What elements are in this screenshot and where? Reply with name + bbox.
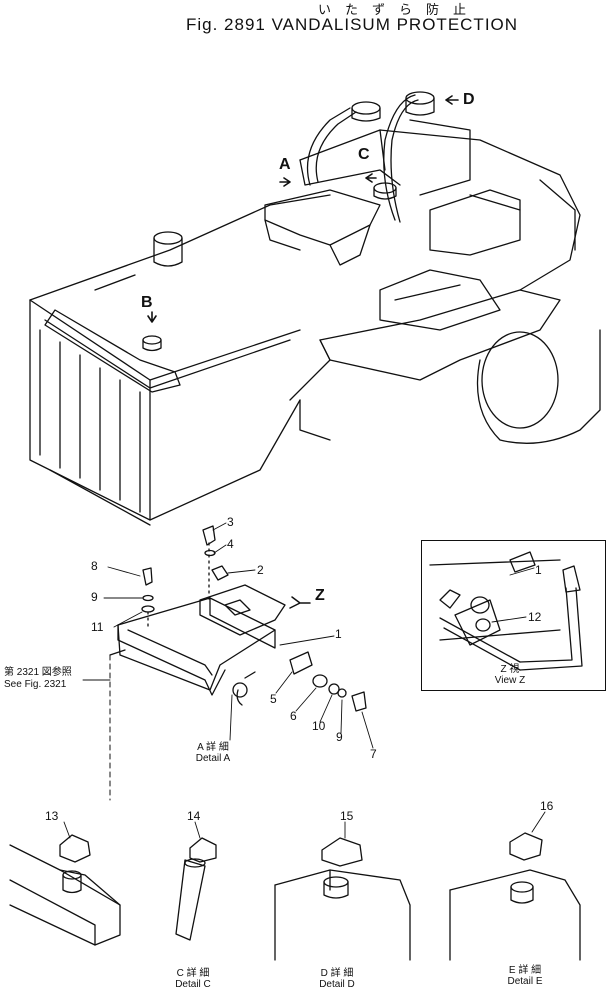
detail-c-assembly <box>175 821 217 941</box>
detail-d-assembly <box>274 821 411 961</box>
detail-e-caption: Detail E <box>507 976 543 987</box>
part-number-11: 11 <box>91 620 104 634</box>
detail-b-assembly <box>9 821 121 946</box>
part-number-15: 15 <box>340 809 354 823</box>
detail-c-caption: Detail C <box>175 979 211 990</box>
see-figure-japanese: 第 2321 図参照 <box>4 667 72 678</box>
detail-d-caption: Detail D <box>319 979 355 990</box>
detail-d-caption-japanese: D 詳 細 <box>320 968 354 979</box>
part-number-14: 14 <box>187 809 201 823</box>
detail-a-assembly <box>82 522 374 801</box>
part-number-8: 8 <box>91 559 98 573</box>
part-number-9-repeat: 9 <box>336 730 343 744</box>
detail-c-caption-japanese: C 詳 細 <box>176 968 210 979</box>
part-number-9: 9 <box>91 590 98 604</box>
detail-a-caption-japanese: A 詳 細 <box>197 742 229 753</box>
view-label-a: A <box>279 156 291 173</box>
part-number-5: 5 <box>270 692 277 706</box>
title-japanese: いたずら防止 <box>318 3 481 18</box>
part-number-2: 2 <box>257 563 264 577</box>
machine-upper-structure <box>29 91 601 526</box>
part-number-16: 16 <box>540 799 554 813</box>
view-z-assembly <box>429 551 583 671</box>
view-z-caption-japanese: Z 視 <box>500 664 520 675</box>
part-number-1: 1 <box>335 627 342 641</box>
detail-e-assembly <box>449 811 581 961</box>
see-figure-reference: See Fig. 2321 <box>4 679 67 690</box>
view-label-z: Z <box>315 587 325 604</box>
detail-e-caption-japanese: E 詳 細 <box>508 965 542 976</box>
part-number-1-view-z: 1 <box>535 563 542 577</box>
part-number-7: 7 <box>370 747 377 761</box>
view-label-c: C <box>358 146 370 163</box>
figure-title: Fig. 2891 VANDALISUM PROTECTION <box>186 15 519 34</box>
part-number-4: 4 <box>227 537 234 551</box>
part-number-12: 12 <box>528 610 542 624</box>
detail-a-caption: Detail A <box>195 753 231 764</box>
part-number-10: 10 <box>312 719 326 733</box>
view-label-b: B <box>141 294 153 311</box>
part-number-13: 13 <box>45 809 59 823</box>
view-z-caption: View Z <box>494 675 526 686</box>
view-label-d: D <box>463 91 475 108</box>
part-number-3: 3 <box>227 515 234 529</box>
part-number-6: 6 <box>290 709 297 723</box>
